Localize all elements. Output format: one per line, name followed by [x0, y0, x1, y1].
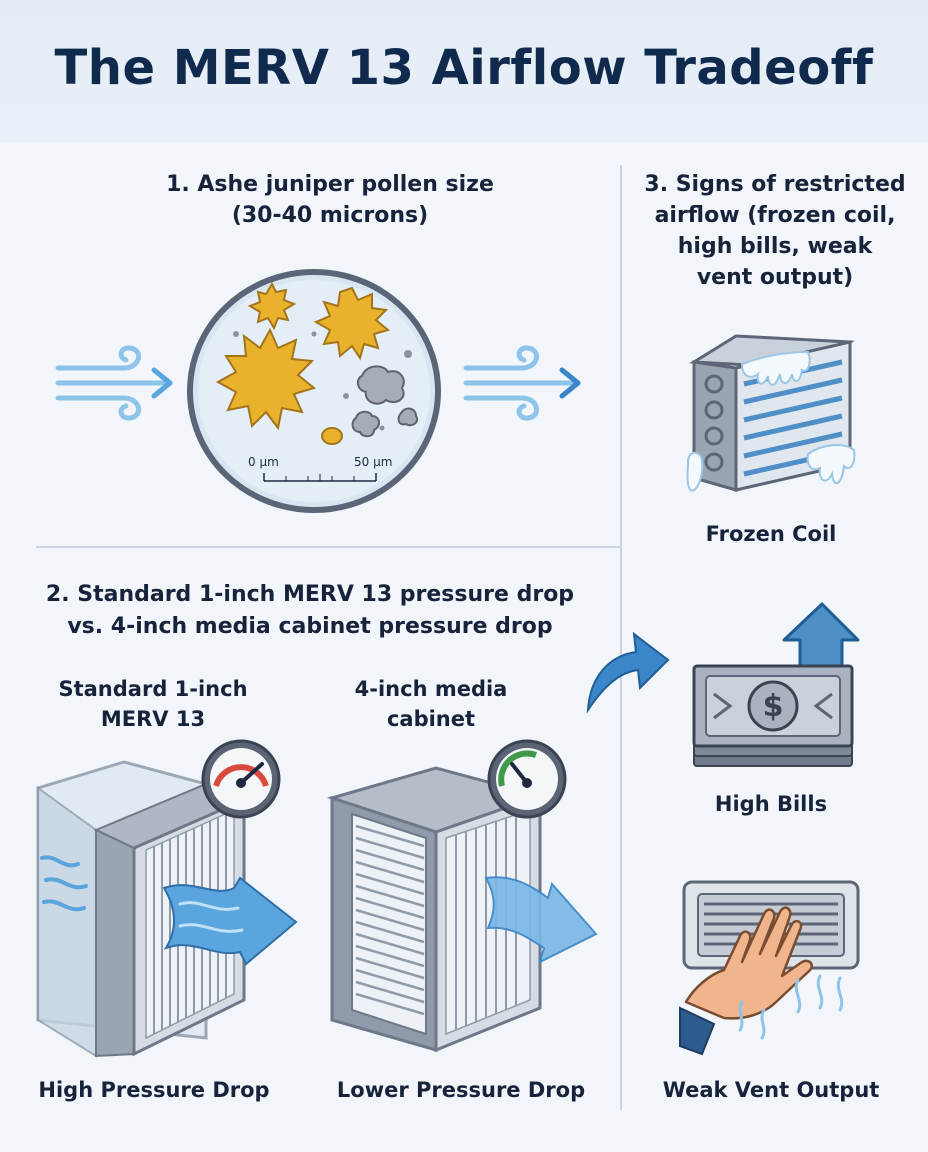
right-filter-caption: Lower Pressure Drop — [336, 1078, 586, 1102]
page-title: The MERV 13 Airflow Tradeoff — [54, 40, 874, 96]
high-pressure-gauge-icon — [201, 739, 281, 819]
section3-heading-line3: high bills, weak — [677, 234, 873, 259]
right-filter-label-line2: cabinet — [386, 707, 476, 731]
left-filter-caption: High Pressure Drop — [38, 1078, 270, 1102]
high-bills-icon: $ — [692, 602, 860, 767]
sign-weak-vent-output-label: Weak Vent Output — [662, 1078, 880, 1102]
micron-scale-bar: 0 µm 50 µm — [248, 455, 392, 482]
scale-end-label: 50 µm — [354, 455, 392, 469]
section3-heading-line1: 3. Signs of restricted — [644, 172, 906, 197]
sign-frozen-coil-label: Frozen Coil — [705, 522, 837, 546]
dust-particle-large — [356, 365, 405, 405]
section3-heading-line4: vent output) — [696, 265, 854, 290]
vertical-divider — [620, 165, 622, 1110]
section1-heading-line2: (30-40 microns) — [231, 203, 429, 228]
right-filter-label-line1: 4-inch media — [354, 677, 508, 701]
left-filter-label-line2: MERV 13 — [100, 707, 206, 731]
title-band — [0, 0, 928, 142]
frozen-coil-icon — [686, 334, 856, 492]
section3-heading-line2: airflow (frozen coil, — [654, 203, 896, 228]
low-pressure-gauge-icon — [487, 739, 567, 819]
left-filter-label-line1: Standard 1-inch — [58, 677, 248, 701]
dust-particle-small — [397, 407, 418, 427]
pollen-microscope-view: 0 µm 50 µm — [187, 269, 441, 513]
media-cabinet-4-inch-illustration — [326, 766, 598, 1053]
section1-heading-line1: 1. Ashe juniper pollen size — [166, 172, 494, 197]
curved-transition-arrow-icon — [586, 631, 670, 714]
outgoing-airflow-icon — [463, 345, 581, 421]
svg-text:$: $ — [763, 689, 784, 724]
standard-1-inch-filter-illustration — [36, 760, 298, 1058]
dust-particle — [351, 410, 380, 438]
incoming-airflow-icon — [55, 345, 173, 421]
pollen-fragment — [321, 427, 343, 445]
pollen-grain-medium — [313, 286, 391, 361]
section2-heading-line2: vs. 4-inch media cabinet pressure drop — [67, 614, 553, 639]
section2-heading-line1: 2. Standard 1-inch MERV 13 pressure drop — [45, 582, 575, 607]
weak-vent-output-icon — [679, 880, 860, 1056]
horizontal-divider — [36, 546, 620, 548]
sign-high-bills-label: High Bills — [714, 792, 828, 816]
pollen-grain-large — [215, 327, 317, 431]
pollen-grain-small — [247, 281, 297, 331]
scale-start-label: 0 µm — [248, 455, 279, 469]
